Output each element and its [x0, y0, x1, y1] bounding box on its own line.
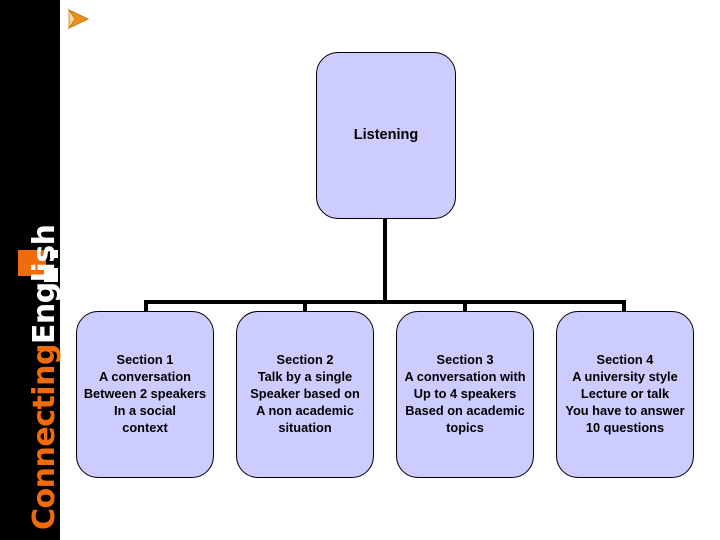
node-section-4-line-3: Lecture or talk: [580, 386, 670, 402]
node-section-2-line-4: A non academic: [256, 402, 354, 418]
node-section-1-line-2: A conversation: [99, 369, 191, 385]
node-section-2-line-1: Section 2: [276, 352, 334, 368]
node-section-3-line-4: Based on academic: [405, 402, 525, 418]
node-listening: Listening: [316, 52, 456, 219]
node-section-4-line-4: You have to answer: [565, 402, 685, 418]
node-section-4-label: Section 4 A university style Lecture or …: [564, 352, 685, 436]
node-section-4-line-1: Section 4: [596, 352, 654, 368]
node-section-3-line-2: A conversation with: [404, 369, 526, 385]
node-section-1-line-3: Between 2 speakers: [83, 386, 207, 402]
node-section-4-line-2: A university style: [572, 369, 678, 385]
connector-horizontal-bar: [144, 300, 626, 304]
node-section-2-label: Section 2 Talk by a single Speaker based…: [249, 352, 361, 436]
node-section-3-line-5: topics: [446, 419, 484, 435]
node-section-1-line-5: context: [122, 419, 168, 435]
connector-stub-section-4: [622, 300, 626, 312]
logo-orange-square-icon: [18, 250, 46, 276]
arrow-bullet-icon: [66, 8, 92, 30]
logo-white-square-small-icon: [50, 250, 58, 258]
node-section-1-line-4: In a social: [114, 402, 176, 418]
node-section-2-line-5: situation: [278, 419, 332, 435]
node-section-1-label: Section 1 A conversation Between 2 speak…: [83, 352, 207, 436]
connector-stub-section-3: [463, 300, 467, 312]
node-section-1: Section 1 A conversation Between 2 speak…: [76, 311, 214, 478]
brand-logo-icon: [18, 250, 58, 283]
logo-white-square-large-icon: [44, 268, 58, 282]
sidebar: ConnectingEnglish: [0, 0, 62, 540]
node-section-3-line-1: Section 3: [436, 352, 494, 368]
connector-trunk-vertical: [383, 218, 387, 304]
node-section-3-line-3: Up to 4 speakers: [413, 386, 517, 402]
node-section-2-line-3: Speaker based on: [250, 386, 360, 402]
node-section-4-line-5: 10 questions: [585, 419, 665, 435]
connector-stub-section-1: [144, 300, 148, 312]
node-listening-label: Listening: [353, 127, 419, 144]
node-section-2: Section 2 Talk by a single Speaker based…: [236, 311, 374, 478]
connector-stub-section-2: [303, 300, 307, 312]
node-section-3-label: Section 3 A conversation with Up to 4 sp…: [403, 352, 526, 436]
node-section-2-line-2: Talk by a single: [257, 369, 353, 385]
node-section-3: Section 3 A conversation with Up to 4 sp…: [396, 311, 534, 478]
node-section-1-line-1: Section 1: [116, 352, 174, 368]
node-section-4: Section 4 A university style Lecture or …: [556, 311, 694, 478]
